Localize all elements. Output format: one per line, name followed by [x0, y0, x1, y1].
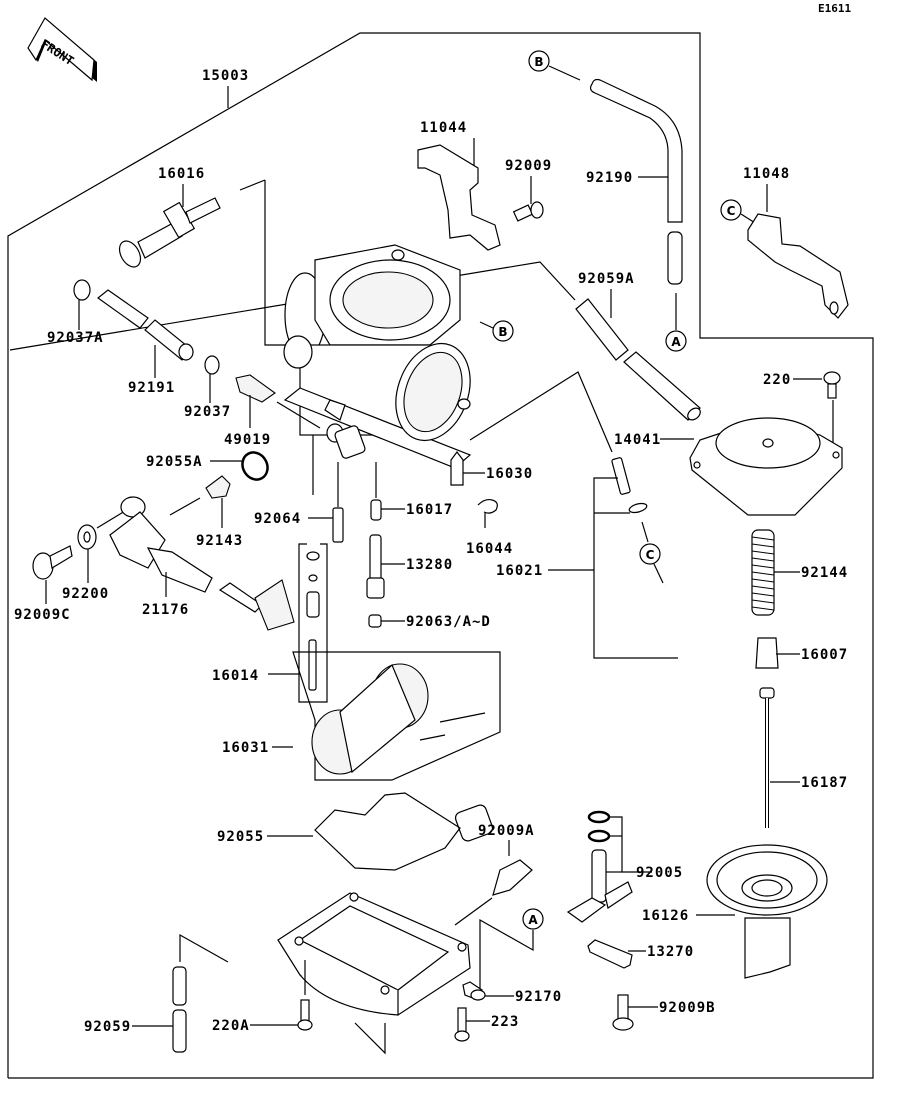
leader-body: [9, 261, 576, 351]
ref-b-top: B: [528, 50, 550, 72]
label-16021: 16021: [496, 563, 543, 579]
svg-text:C: C: [646, 548, 655, 562]
assembly-frame: [7, 32, 874, 1079]
part-hose-92059: 92059: [84, 933, 229, 1053]
part-oring-92055a: 92055A: [146, 451, 269, 481]
label-15003: 15003: [202, 68, 249, 84]
part-float-bowl: [277, 892, 471, 1055]
part-13280: 13280: [366, 534, 453, 599]
part-92170: 92170: [462, 981, 562, 1005]
label-16014: 16014: [212, 668, 259, 684]
part-spring-92144: 92144: [751, 529, 848, 616]
label-92055a: 92055A: [146, 454, 203, 470]
ref-b-mid: B: [492, 320, 514, 342]
part-screw-220: 220: [763, 371, 841, 450]
label-92190: 92190: [586, 170, 633, 186]
part-clamp-92037a: 92037A: [47, 279, 104, 346]
label-16017: 16017: [406, 502, 453, 518]
label-16031: 16031: [222, 740, 269, 756]
part-needle-valve-16030: 16030: [450, 451, 533, 486]
label-11044: 11044: [420, 120, 467, 136]
label-16126: 16126: [642, 908, 689, 924]
label-220a: 220A: [212, 1018, 250, 1034]
part-hose-92059a: 92059A: [575, 271, 701, 421]
label-92143: 92143: [196, 533, 243, 549]
svg-text:B: B: [498, 325, 507, 339]
part-clip-16044: 16044: [466, 498, 513, 557]
part-screw-92009: 92009: [505, 158, 552, 222]
label-223: 223: [491, 1014, 519, 1030]
front-arrow-icon: FRONT: [27, 17, 97, 82]
svg-text:A: A: [528, 913, 538, 927]
label-16007: 16007: [801, 647, 848, 663]
ref-a-right: A: [665, 330, 687, 352]
label-92005: 92005: [636, 865, 683, 881]
part-92064: 92064: [254, 435, 344, 543]
part-16021: 16021 C: [454, 371, 704, 842]
ref-a-lower-group: A: [479, 908, 544, 990]
label-16044: 16044: [466, 541, 513, 557]
label-92059: 92059: [84, 1019, 131, 1035]
part-hose-92190: B 92190 A: [528, 50, 687, 352]
label-92191: 92191: [128, 380, 175, 396]
label-13280: 13280: [406, 557, 453, 573]
part-valve-21176: 21176: [96, 496, 295, 631]
label-14041: 14041: [614, 432, 661, 448]
label-92144: 92144: [801, 565, 848, 581]
part-16031: 16031: [222, 651, 501, 781]
part-choke-plunger: 16016: [118, 166, 293, 346]
svg-text:A: A: [671, 335, 681, 349]
part-screw-92009a: 92009A: [454, 823, 535, 926]
ref-c-mid: C: [639, 543, 661, 565]
part-16017: 16017: [370, 462, 453, 521]
part-16007: 16007: [755, 637, 848, 669]
label-92063: 92063/A~D: [406, 614, 491, 630]
label-92009b: 92009B: [659, 1000, 716, 1016]
part-gasket-92055: 92055: [217, 792, 461, 871]
svg-text:C: C: [727, 204, 736, 218]
label-92009: 92009: [505, 158, 552, 174]
part-clamp-92037: 92037: [184, 355, 231, 420]
part-hose-92191: 92191: [97, 289, 194, 396]
label-92009c: 92009C: [14, 607, 71, 623]
label-16030: 16030: [486, 466, 533, 482]
part-screw-220a: 220A: [212, 960, 313, 1034]
part-screw-223: 223: [454, 1007, 519, 1042]
diagram-code: E1611: [818, 2, 851, 15]
part-screw-92009c: 92009C: [14, 545, 73, 623]
part-bracket-11048: 11048 C: [720, 166, 849, 319]
part-filter-49019: 49019: [224, 374, 321, 448]
label-92200: 92200: [62, 586, 109, 602]
part-diaphragm-16126: 16126: [642, 844, 828, 979]
label-11048: 11048: [743, 166, 790, 182]
part-92063: 92063/A~D: [368, 614, 491, 630]
label-16187: 16187: [801, 775, 848, 791]
part-plate-13270: 13270: [587, 939, 694, 969]
label-21176: 21176: [142, 602, 189, 618]
label-92037: 92037: [184, 404, 231, 420]
part-needle-16187: 16187: [759, 687, 848, 828]
part-bracket-11044: 11044: [417, 120, 501, 251]
label-13270: 13270: [647, 944, 694, 960]
label-92059a: 92059A: [578, 271, 635, 287]
label-16016: 16016: [158, 166, 205, 182]
carburetor-body: [283, 244, 472, 469]
label-92037a: 92037A: [47, 330, 104, 346]
label-92064: 92064: [254, 511, 301, 527]
svg-text:B: B: [534, 55, 543, 69]
label-92055: 92055: [217, 829, 264, 845]
label-92170: 92170: [515, 989, 562, 1005]
part-joint-92005: 92005: [566, 810, 683, 923]
label-220: 220: [763, 372, 791, 388]
part-screw-92009b: 92009B: [612, 994, 716, 1031]
part-washer-92200: 92200: [62, 524, 109, 602]
ref-a-lower: A: [522, 908, 544, 930]
ref-c-right: C: [720, 199, 742, 221]
part-92143: 92143: [169, 475, 243, 549]
label-92009a: 92009A: [478, 823, 535, 839]
label-49019: 49019: [224, 432, 271, 448]
part-cover-14041: 14041: [614, 417, 843, 516]
